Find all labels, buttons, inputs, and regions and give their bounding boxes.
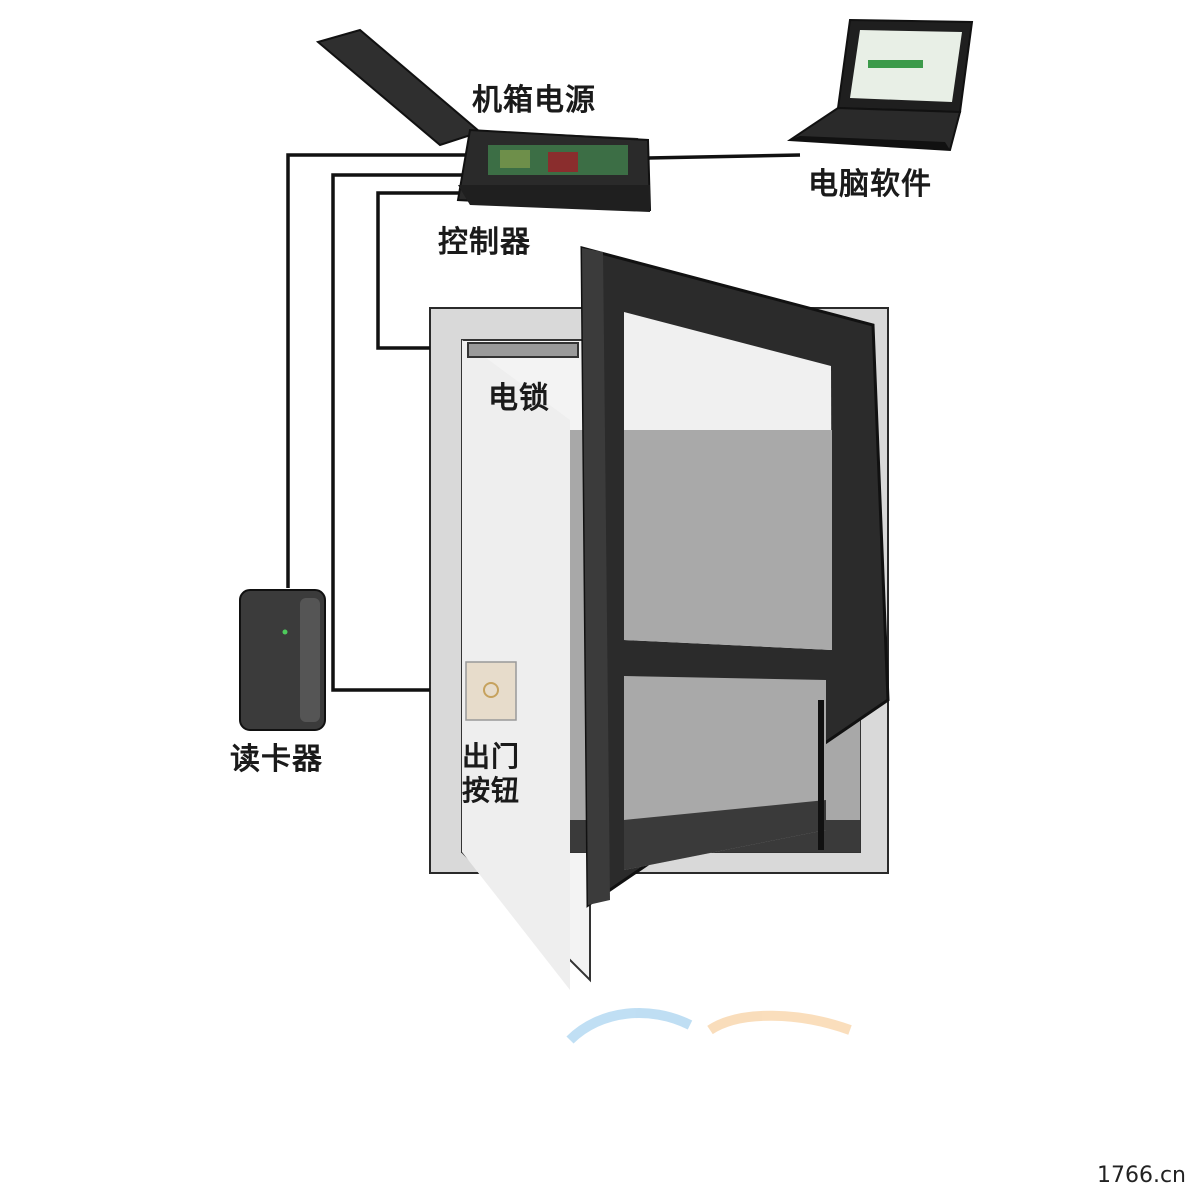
watermark-swoosh [566,1008,852,1044]
label-card-reader: 读卡器 [230,742,323,777]
label-pc-software: 电脑软件 [808,167,932,202]
controller-box-icon [315,28,652,212]
exit-button-icon [465,661,517,721]
watermark-text: 1766.cn [1096,1163,1186,1188]
label-controller: 控制器 [438,225,531,260]
door-handle [818,700,824,850]
electric-lock-icon [467,342,579,358]
lower-glass-floor [624,800,826,870]
upper-glass-room [624,430,832,650]
laptop-icon [786,18,974,152]
card-reader-icon [239,589,326,731]
label-exit-button: 出门 按钮 [462,740,521,807]
door-leaf [580,246,890,908]
wiring [286,153,801,692]
label-electric-lock: 电锁 [488,381,550,416]
label-chassis-power: 机箱电源 [472,83,596,118]
